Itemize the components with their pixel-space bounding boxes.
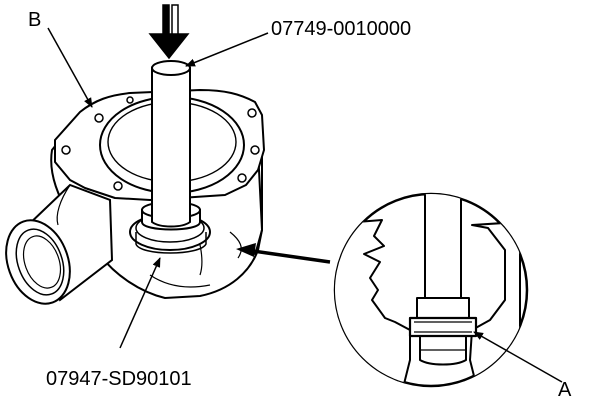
- callout-lines: [47, 27, 563, 383]
- zoom-pointer: [236, 243, 331, 264]
- tool-shaft: [151, 67, 191, 228]
- tool-top: [151, 60, 191, 76]
- outlet-pipe: [5, 183, 114, 305]
- bolt-holes: [61, 96, 260, 191]
- leader-tool-top: [185, 32, 269, 67]
- zoom-inset: [333, 192, 529, 388]
- housing-side: [254, 149, 263, 256]
- driver-tool: [141, 60, 201, 231]
- leader-b: [47, 27, 93, 108]
- zoom-seal: [408, 316, 478, 338]
- label-tool-top: 07749-0010000: [271, 18, 411, 40]
- leader-a: [473, 331, 563, 383]
- press-arrow: [148, 4, 190, 60]
- leader-tool-bottom: [119, 257, 161, 349]
- zoom-shaft: [424, 194, 462, 301]
- label-a: A: [558, 379, 572, 401]
- label-b: B: [28, 9, 41, 31]
- label-tool-bottom: 07947-SD90101: [46, 368, 192, 390]
